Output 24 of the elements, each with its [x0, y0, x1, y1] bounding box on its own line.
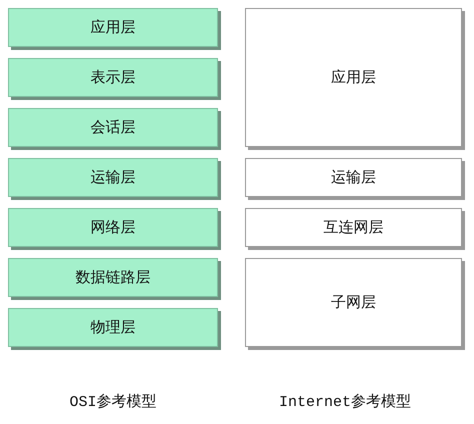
- layer-name: 运输层: [90, 168, 136, 187]
- model-caption: Internet参考模型: [279, 392, 411, 411]
- layer-name: 数据链路层: [76, 268, 150, 287]
- layer-name: 应用层: [331, 68, 376, 87]
- layer-name: 应用层: [90, 18, 136, 37]
- layer-name: 运输层: [331, 168, 376, 187]
- internet-layer-box: [245, 258, 462, 347]
- layer-name: 表示层: [90, 68, 136, 87]
- osi-layer-box: [8, 58, 218, 97]
- layer-name: 互连网层: [324, 218, 384, 237]
- osi-layer-box: [8, 258, 218, 297]
- osi-layer-box: [8, 308, 218, 347]
- internet-layer-box: [245, 208, 462, 247]
- layer-name: 网络层: [90, 218, 136, 237]
- internet-layer-box: [245, 8, 462, 147]
- osi-layer-box: [8, 208, 218, 247]
- layer-name: 物理层: [90, 318, 136, 337]
- osi-layer-box: [8, 158, 218, 197]
- layer-name: 子网层: [331, 293, 376, 312]
- osi-layer-box: [8, 108, 218, 147]
- layer-name: 会话层: [90, 118, 136, 137]
- model-caption: OSI参考模型: [70, 392, 156, 411]
- internet-layer-box: [245, 158, 462, 197]
- osi-layer-box: [8, 8, 218, 47]
